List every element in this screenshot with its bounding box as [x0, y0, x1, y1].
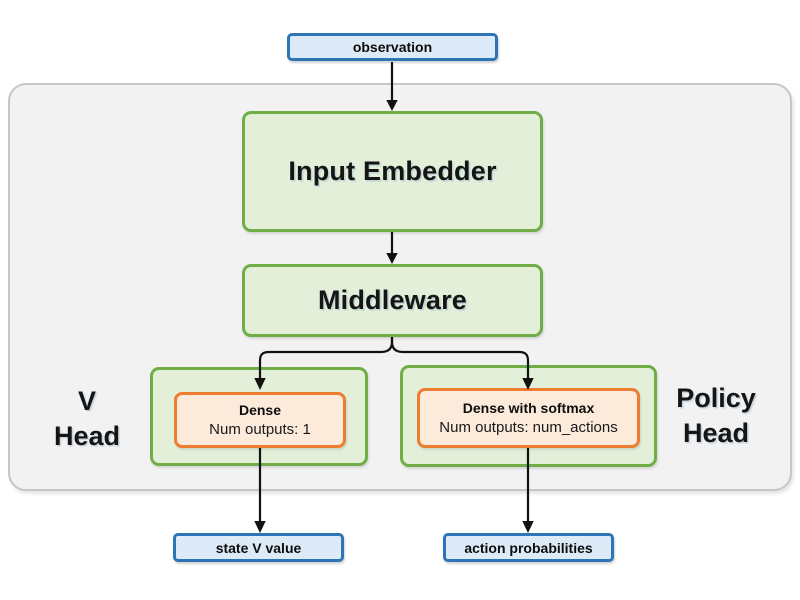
- policy-head-label-line2: Head: [682, 418, 750, 448]
- v-head-label-line1: V: [77, 386, 96, 416]
- v-head-label: V Head: [27, 383, 147, 455]
- action-probabilities-label: action probabilities: [464, 539, 593, 556]
- state-v-value-node: state V value: [173, 533, 344, 562]
- input-embedder-node: Input Embedder: [242, 111, 543, 232]
- v-head-label-line2: Head: [53, 421, 121, 451]
- observation-label: observation: [352, 39, 433, 55]
- v-head-dense-node: Dense Num outputs: 1: [174, 392, 346, 448]
- middleware-label: Middleware: [317, 285, 468, 315]
- policy-head-dense-node: Dense with softmax Num outputs: num_acti…: [417, 388, 640, 448]
- policy-head-label-line1: Policy: [676, 383, 756, 413]
- policy-head-dense-title: Dense with softmax: [462, 399, 595, 416]
- input-embedder-label: Input Embedder: [288, 156, 497, 186]
- policy-head-label: Policy Head: [656, 380, 776, 452]
- observation-node: observation: [287, 33, 498, 61]
- v-head-dense-title: Dense: [238, 401, 282, 418]
- v-head-dense-subtitle: Num outputs: 1: [209, 420, 311, 438]
- middleware-node: Middleware: [242, 264, 543, 337]
- policy-head-dense-subtitle: Num outputs: num_actions: [439, 418, 618, 436]
- state-v-value-label: state V value: [215, 539, 302, 556]
- action-probabilities-node: action probabilities: [443, 533, 614, 562]
